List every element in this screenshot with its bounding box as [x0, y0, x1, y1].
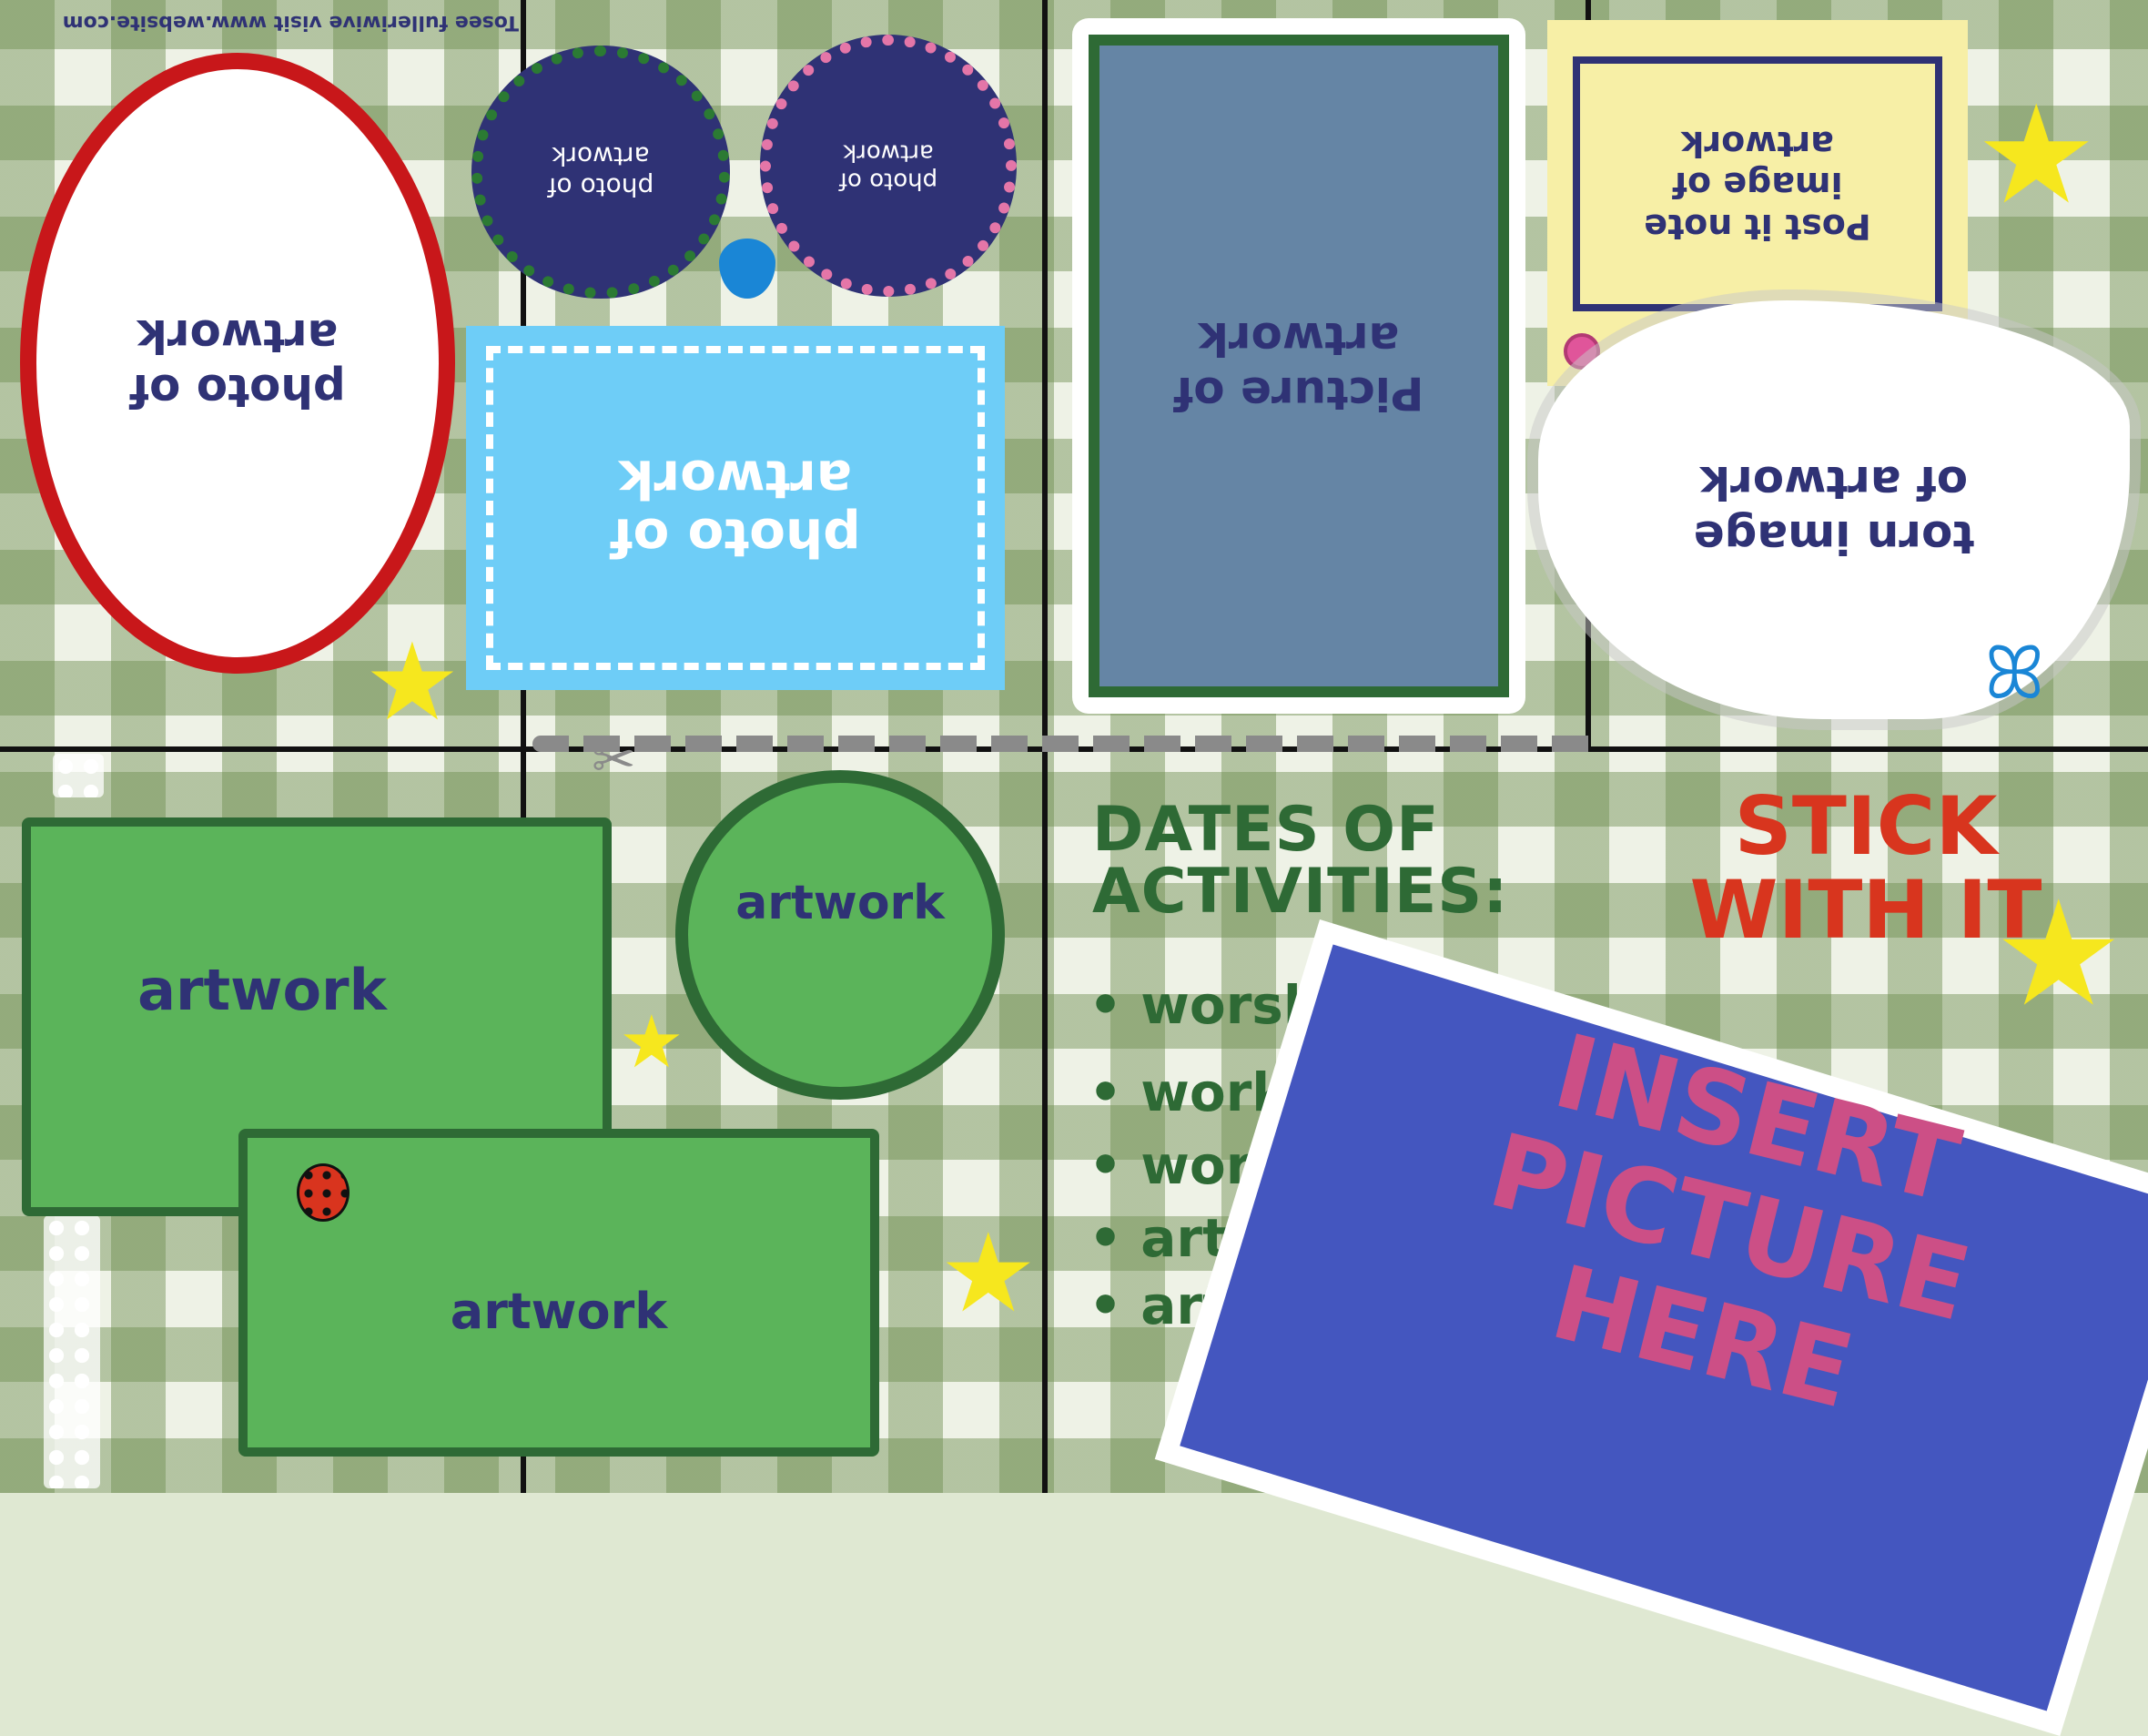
circle-artwork-label: artwork — [735, 876, 945, 930]
star-icon: ★ — [1975, 76, 2098, 235]
stick-title: STICK WITH IT — [1689, 779, 2042, 958]
circle-photo-frame-green: photo of artwork — [471, 46, 730, 299]
oval-frame-label: photo of artwork — [129, 310, 346, 417]
dates-heading: DATES OF ACTIVITIES: — [1092, 794, 1509, 928]
blue-rect-inner-border: photo of artwork — [486, 346, 985, 670]
postit-inner-box: Post it note image of artwork — [1573, 56, 1942, 311]
ladybug-icon — [297, 1163, 350, 1222]
postit-label: Post it note image of artwork — [1644, 123, 1871, 247]
torn-label: torn image of artwork — [1693, 456, 1975, 563]
star-icon: ★ — [1993, 868, 2124, 1039]
portrait-photo-frame: Picture of artwork — [1072, 18, 1525, 714]
circle-pink-label: photo of artwork — [838, 138, 938, 195]
scissors-icon: ✂ — [592, 728, 636, 790]
oval-photo-frame: photo of artwork — [20, 53, 455, 674]
grid-line-vertical-1 — [521, 0, 526, 1493]
blue-rect-label: photo of artwork — [610, 449, 861, 569]
star-icon: ★ — [619, 1000, 684, 1084]
dashed-cut-line — [532, 736, 1602, 752]
portrait-inner: Picture of artwork — [1089, 35, 1509, 697]
bow-icon: ꕤ — [1984, 631, 2045, 716]
star-icon: ★ — [939, 1211, 1038, 1337]
circle-green-label: photo of artwork — [547, 142, 654, 203]
torn-paper-frame: torn image of artwork — [1538, 300, 2130, 719]
blue-drop-icon — [719, 239, 775, 299]
green-circle-artwork: artwork — [675, 770, 1005, 1100]
star-icon: ★ — [364, 619, 461, 745]
portrait-label: Picture of artwork — [1173, 312, 1424, 420]
rect-bottom-label: artwork — [450, 1282, 668, 1340]
rect-top-label: artwork — [137, 956, 387, 1023]
blue-rect-photo-frame: photo of artwork — [466, 326, 1005, 690]
lace-tape — [53, 754, 104, 797]
circle-photo-frame-pink: photo of artwork — [760, 35, 1017, 297]
lace-tape — [44, 1215, 100, 1488]
footer-text: Tosee fulleriwive visit www.website.com — [62, 11, 519, 34]
